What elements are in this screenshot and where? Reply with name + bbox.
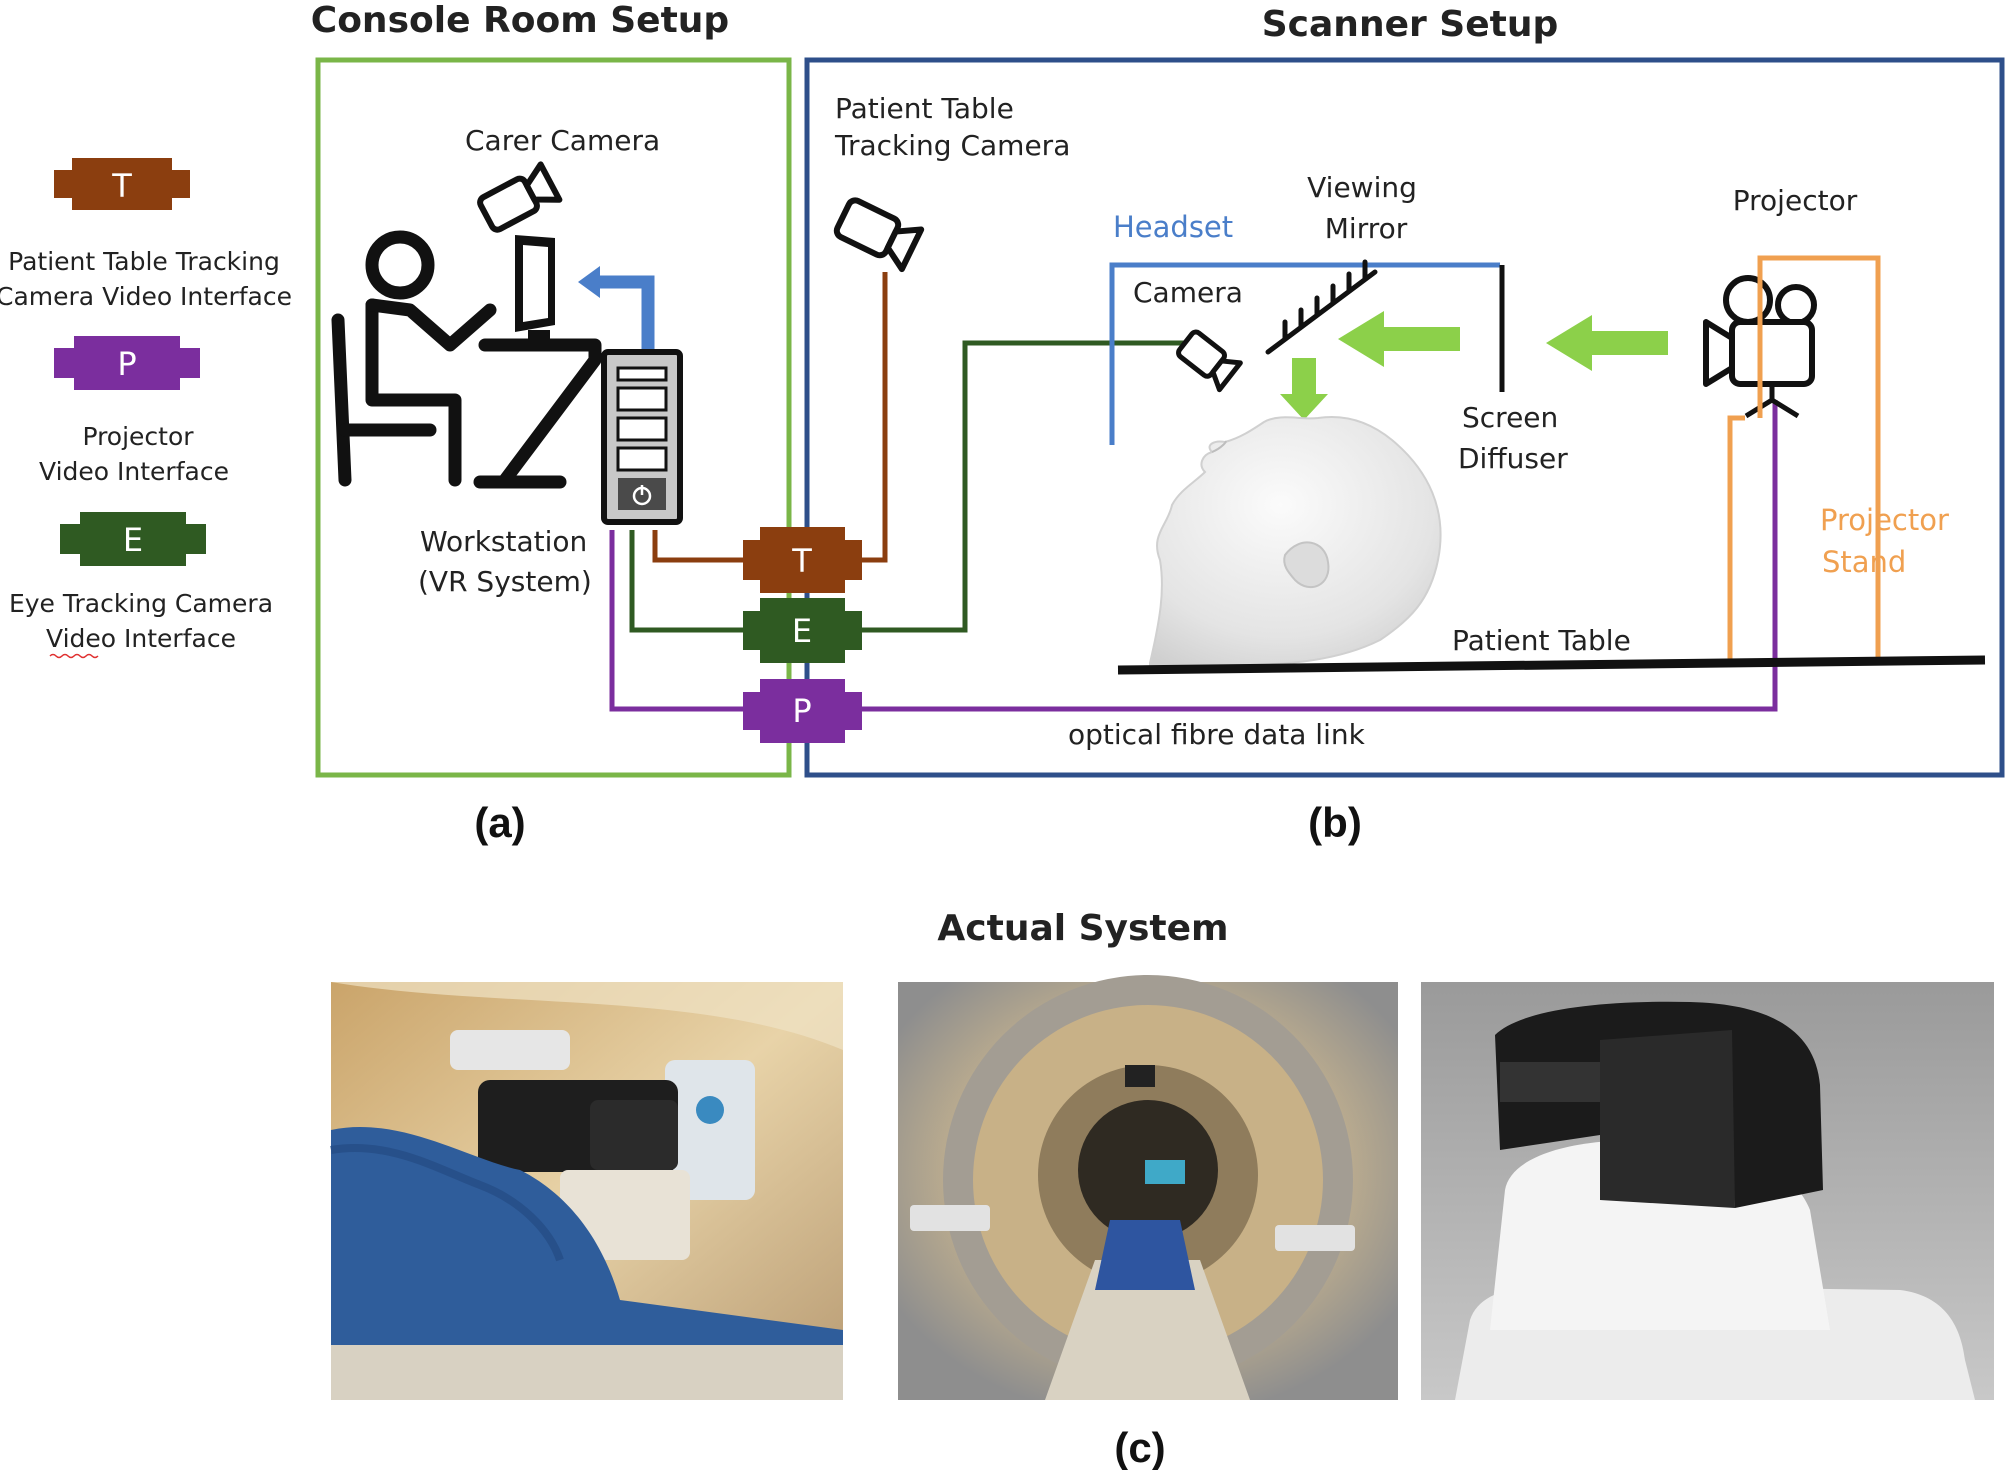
- legend-item-e: E Eye Tracking Camera Video Interface: [9, 512, 273, 659]
- diffuser-to-mirror-arrowhead: [1338, 311, 1384, 367]
- eye-camera-icon: [1176, 329, 1243, 393]
- interface-e-badge-icon: [60, 512, 206, 566]
- workstation-tower-icon: [601, 349, 683, 525]
- photo-headset-render: [1421, 982, 1994, 1400]
- photo-mri-scanner-bore: [898, 975, 1398, 1400]
- eye-line-scanner: [860, 340, 1190, 633]
- panel-label-a: (a): [474, 799, 525, 846]
- actual-system-title: Actual System: [937, 908, 1228, 949]
- optical-fibre-label: optical fibre data link: [1068, 718, 1366, 751]
- headset-outline: [1109, 262, 1500, 445]
- light-path-arrows: [1280, 311, 1668, 420]
- interface-p-letter: P: [792, 692, 811, 730]
- viewing-mirror-label-line1: Viewing: [1307, 171, 1417, 204]
- screen-diffuser-label-line1: Screen: [1462, 401, 1558, 434]
- legend-letter-e: E: [123, 521, 143, 559]
- scanner-setup-title: Scanner Setup: [1262, 4, 1558, 45]
- legend-label-t-line1: Patient Table Tracking: [8, 247, 280, 276]
- spellcheck-underline: [49, 653, 99, 659]
- mirror-to-eye-arrowhead: [1280, 394, 1328, 420]
- interface-e-node: E: [743, 598, 862, 663]
- tracking-line-scanner: [860, 272, 888, 563]
- projector-line-scanner: [860, 400, 1778, 712]
- patient-table-bar: [1117, 655, 1986, 675]
- carer-camera-icon: [477, 161, 563, 233]
- interface-p-icon: [743, 679, 862, 743]
- interface-t-badge-icon: [54, 158, 190, 210]
- operator-at-desk-icon: [331, 230, 602, 489]
- screen-diffuser-label-line2: Diffuser: [1458, 442, 1568, 475]
- interface-p-badge-icon: [54, 336, 200, 390]
- panel-label-b: (b): [1308, 799, 1362, 846]
- console-carer-camera-label: Carer Camera: [465, 124, 660, 157]
- interface-t-icon: [743, 527, 862, 593]
- legend-label-p-line2: Video Interface: [39, 457, 229, 486]
- legend-item-p: P Projector Video Interface: [39, 336, 229, 486]
- interface-t-node: T: [743, 527, 862, 593]
- projector-icon: [1703, 275, 1817, 419]
- projector-stand-outline: [1727, 255, 1881, 660]
- legend-item-t: T Patient Table Tracking Camera Video In…: [0, 158, 292, 311]
- console-workstation-label-line1: Workstation: [420, 525, 587, 558]
- viewing-mirror-label-line2: Mirror: [1325, 212, 1408, 245]
- projector-stand-label-line1: Projector: [1820, 503, 1949, 537]
- projector-to-diffuser-arrowhead: [1546, 315, 1592, 371]
- legend-label-e-line2: Video Interface: [46, 624, 236, 653]
- mirror-to-eye-arrow: [1292, 358, 1316, 398]
- tracking-camera-icon: [833, 197, 925, 273]
- console-room-frame: [315, 57, 792, 778]
- projector-to-diffuser-arrow: [1588, 331, 1668, 355]
- tracking-camera-label-line1: Patient Table: [835, 92, 1014, 125]
- scanner-setup-frame: [804, 57, 2005, 778]
- projector-line-console: [609, 530, 745, 712]
- legend-label-p-line1: Projector: [82, 422, 194, 451]
- display-link-arrow: [578, 266, 655, 355]
- interface-p-node: P: [743, 679, 862, 743]
- legend-label-t-line2: Camera Video Interface: [0, 282, 292, 311]
- patient-table-label: Patient Table: [1452, 624, 1631, 657]
- tracking-camera-label-line2: Tracking Camera: [834, 129, 1070, 162]
- eye-camera-label: Camera: [1133, 276, 1243, 309]
- projector-label: Projector: [1733, 184, 1858, 217]
- legend: T Patient Table Tracking Camera Video In…: [0, 158, 292, 659]
- diffuser-to-mirror-arrow: [1380, 327, 1460, 351]
- interface-e-icon: [743, 598, 862, 663]
- patient-head-icon: [1149, 416, 1442, 670]
- interface-e-letter: E: [792, 612, 812, 650]
- tracking-line-console: [652, 530, 745, 563]
- viewing-mirror-icon: [1265, 259, 1378, 355]
- interface-t-letter: T: [791, 542, 812, 580]
- photo-patient-with-headset: [330, 982, 843, 1400]
- console-workstation-label-line2: (VR System): [418, 565, 592, 598]
- monitor-icon: [515, 235, 558, 348]
- panel-label-c: (c): [1114, 1424, 1165, 1470]
- headset-label: Headset: [1113, 210, 1233, 244]
- legend-letter-t: T: [111, 167, 132, 205]
- legend-letter-p: P: [117, 345, 136, 383]
- projector-stand-label-line2: Stand: [1822, 545, 1906, 579]
- legend-label-e-line1: Eye Tracking Camera: [9, 589, 273, 618]
- eye-line-console: [629, 530, 745, 633]
- console-room-title: Console Room Setup: [311, 0, 729, 41]
